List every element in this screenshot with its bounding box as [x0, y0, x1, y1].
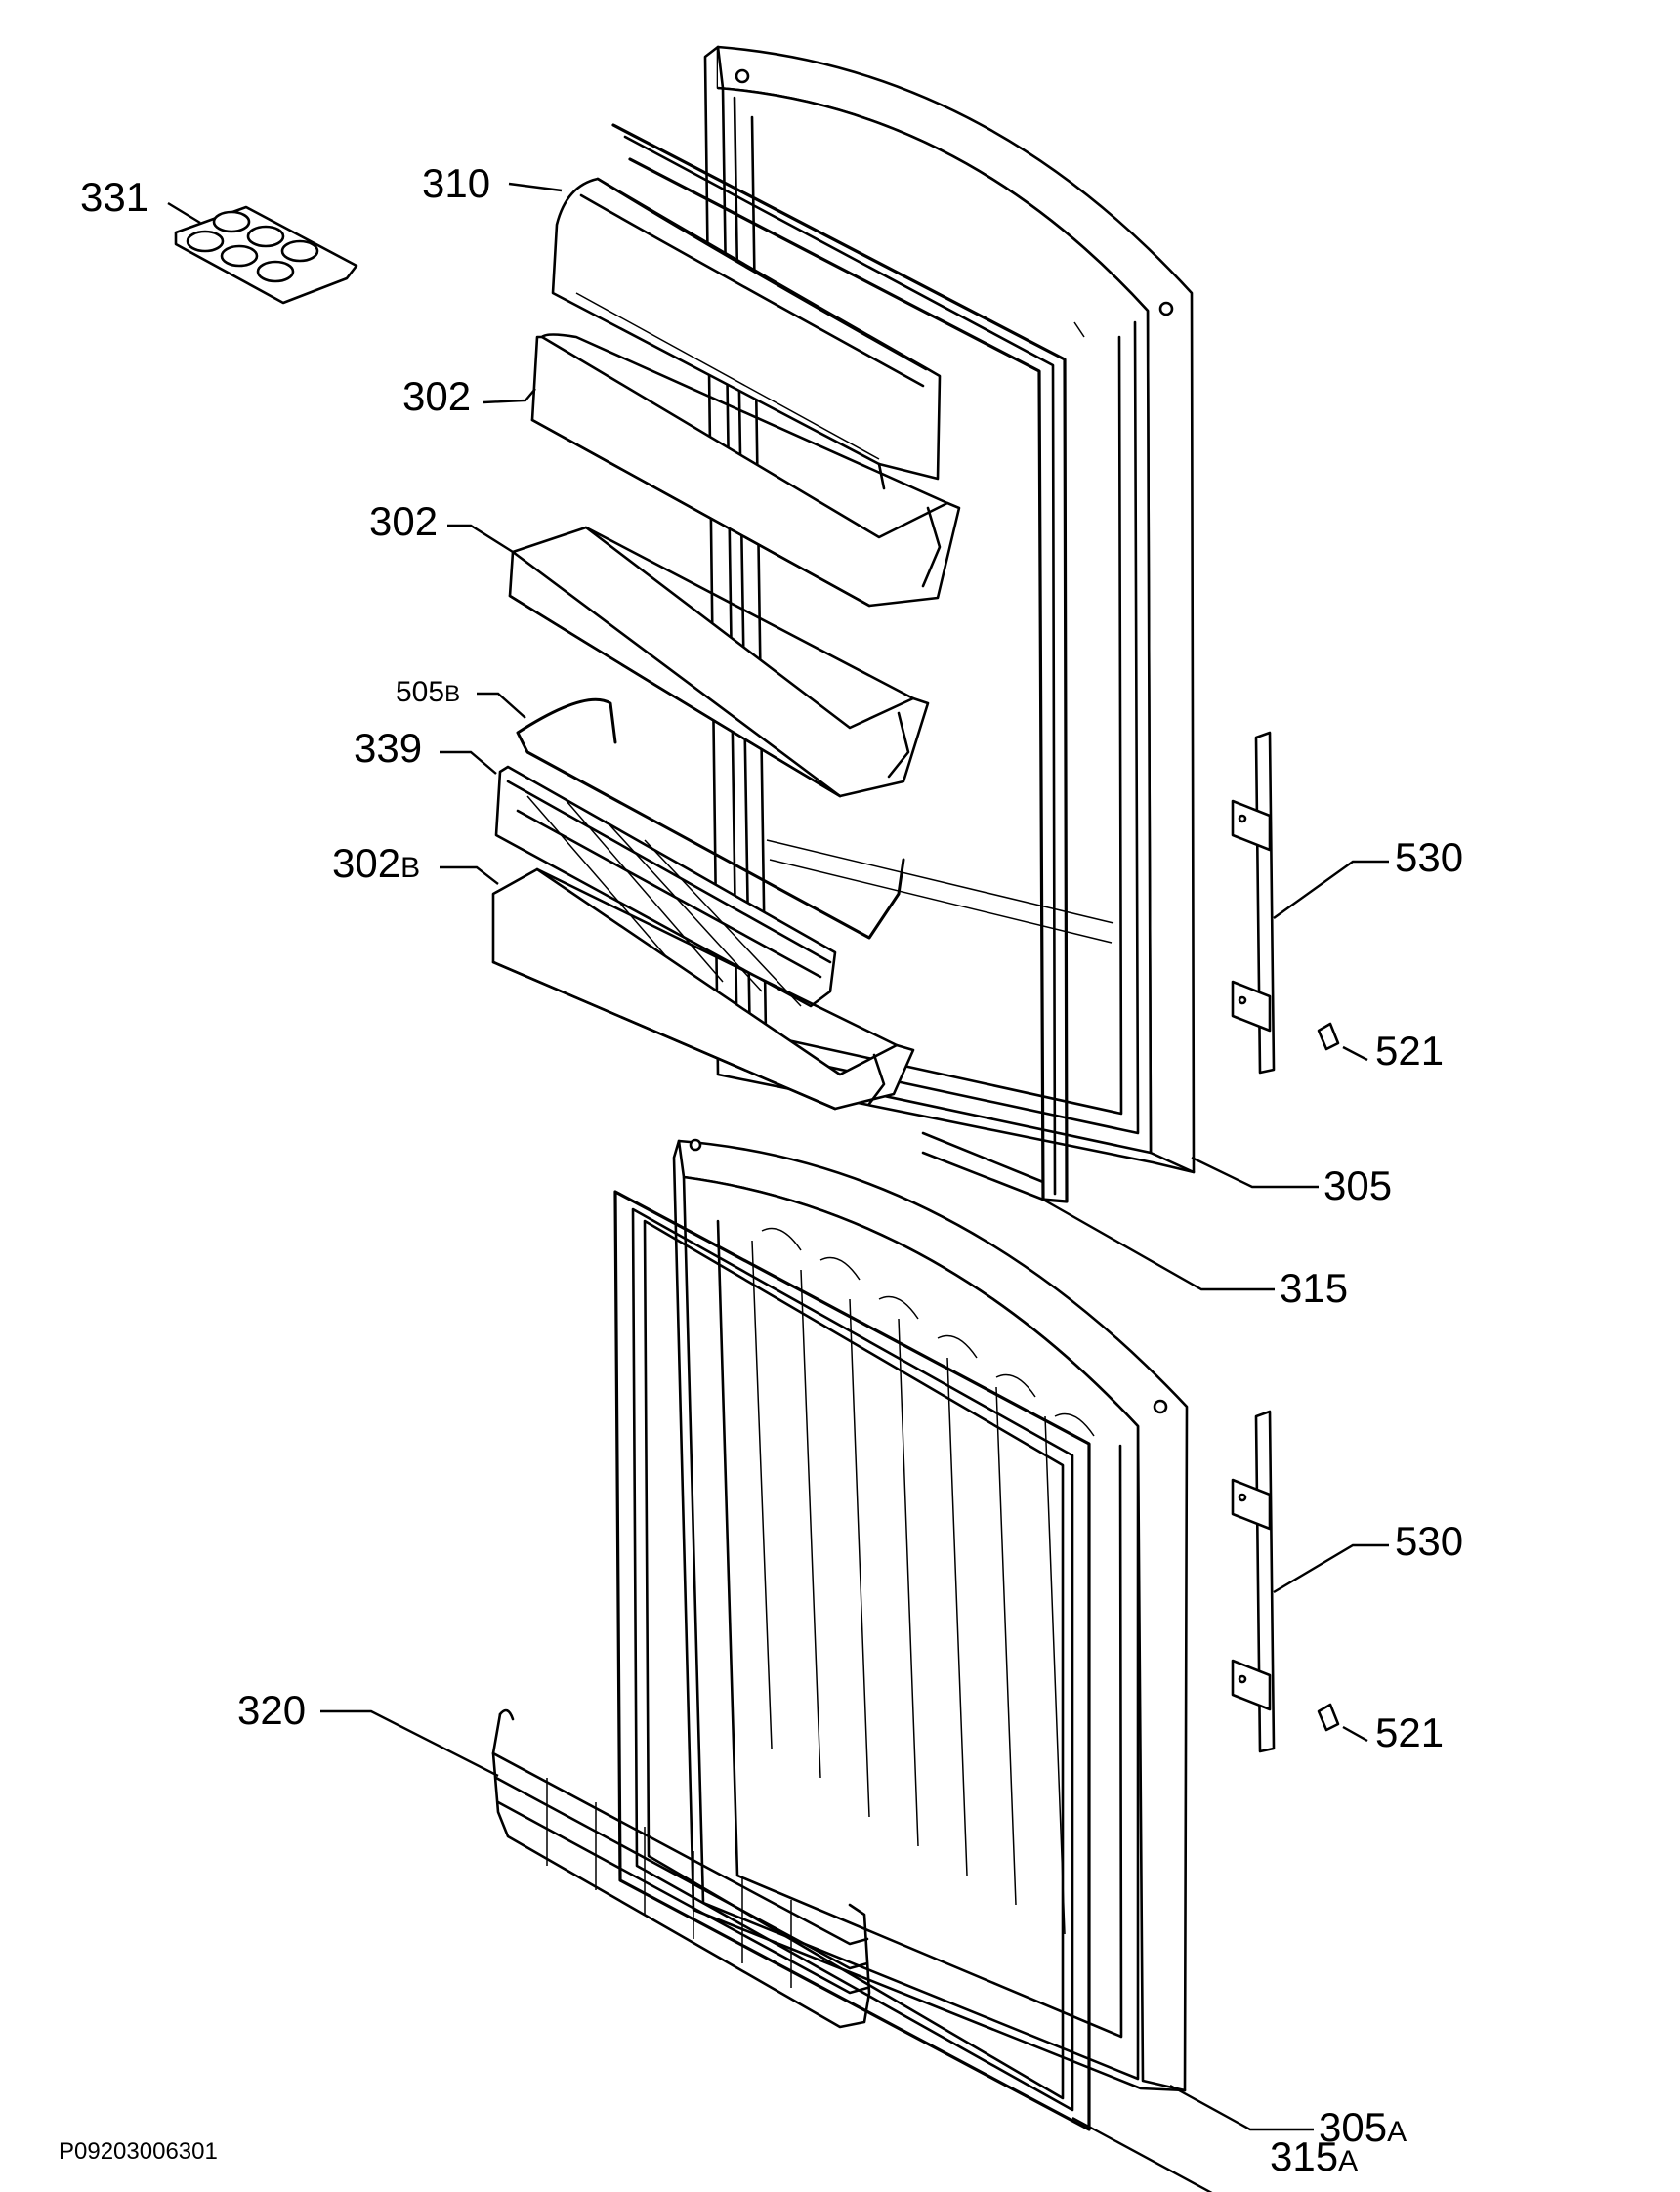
bottle-guard-339	[494, 765, 837, 1008]
label-302-lower: 302	[369, 498, 438, 544]
upper-gasket-315	[611, 123, 1069, 1203]
label-315: 315	[1280, 1265, 1348, 1311]
label-305a: 305A	[1319, 2104, 1407, 2150]
label-530-lower: 530	[1395, 1518, 1463, 1564]
door-shelf-302b	[491, 867, 915, 1111]
door-shelf-302-upper	[530, 333, 961, 608]
label-530-upper: 530	[1395, 834, 1463, 880]
rail-505b	[516, 697, 905, 940]
lower-door-305a	[672, 1138, 1189, 2092]
label-302b: 302B	[332, 840, 420, 886]
leader-lines	[167, 182, 1389, 2192]
door-shelf-302-lower	[508, 526, 930, 798]
screw-521-upper	[1317, 1022, 1340, 1051]
screw-521-lower	[1317, 1703, 1340, 1732]
label-310: 310	[422, 160, 490, 206]
part-labels: 331 310 302 302 505B 339 302B 530 521 30…	[80, 160, 1463, 2179]
label-320: 320	[237, 1687, 306, 1733]
label-521-lower: 521	[1375, 1709, 1444, 1755]
dairy-compartment-310	[551, 177, 942, 490]
upper-door-305	[703, 45, 1196, 1174]
label-505b: 505B	[396, 676, 460, 708]
label-521-upper: 521	[1375, 1028, 1444, 1074]
label-315a: 315A	[1270, 2133, 1358, 2179]
label-305: 305	[1323, 1162, 1392, 1208]
label-339: 339	[354, 725, 422, 771]
door-handle-530-lower	[1231, 1410, 1276, 1753]
drawing-code: P09203006301	[59, 2138, 218, 2165]
label-302-upper: 302	[402, 373, 471, 419]
lower-gasket-315a	[613, 1190, 1091, 2131]
egg-tray-331	[174, 205, 358, 305]
door-handle-530-upper	[1231, 731, 1276, 1075]
label-331: 331	[80, 174, 148, 220]
